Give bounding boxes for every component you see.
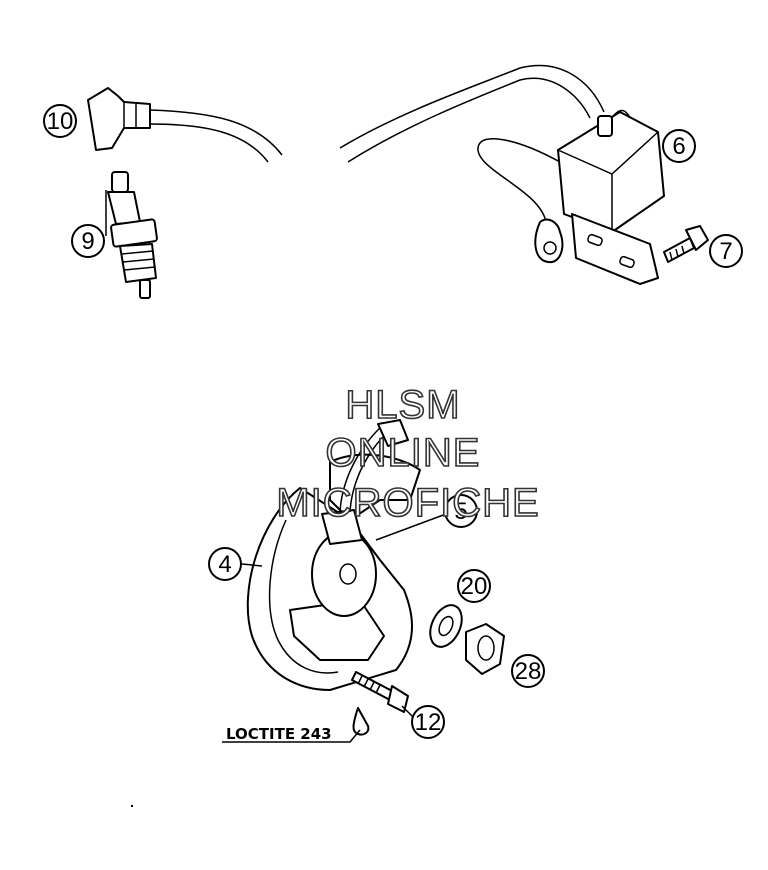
callout-20: 20: [457, 569, 491, 603]
svg-text:4: 4: [218, 551, 231, 578]
callout-10: 10: [43, 104, 77, 138]
svg-text:HLSM: HLSM: [345, 383, 460, 427]
loctite-drop-icon: [352, 707, 370, 736]
speck: [131, 805, 133, 807]
watermark: HLSM ONLINE MICROFICHE: [276, 382, 540, 526]
spark-plug-cap: [87, 87, 283, 163]
callout-9: 9: [71, 224, 105, 258]
svg-text:20: 20: [461, 573, 488, 600]
flywheel-nut: [465, 623, 505, 675]
loctite-note: LOCTITE 243: [226, 725, 332, 743]
callout-6: 6: [662, 129, 696, 163]
svg-text:6: 6: [672, 133, 685, 160]
callout-28: 28: [511, 654, 545, 688]
callout-5: 5: [444, 494, 478, 528]
callout-4: 4: [208, 547, 242, 581]
callout-7: 7: [709, 234, 743, 268]
coil-bolt: [663, 225, 709, 263]
callout-12: 12: [411, 705, 445, 739]
stator-screw: [351, 671, 409, 713]
leader-lines: [105, 190, 447, 719]
svg-text:ONLINE: ONLINE: [326, 431, 481, 475]
ignition-coil: [339, 64, 665, 285]
svg-text:MICROFICHE: MICROFICHE: [276, 481, 539, 525]
svg-text:28: 28: [515, 658, 542, 685]
stator-assembly: [246, 419, 421, 691]
spark-plug: [107, 171, 158, 299]
svg-text:9: 9: [81, 228, 94, 255]
svg-text:12: 12: [415, 709, 442, 736]
washer: [429, 604, 463, 648]
svg-text:5: 5: [454, 498, 467, 525]
svg-text:7: 7: [719, 238, 732, 265]
svg-text:10: 10: [47, 108, 74, 135]
